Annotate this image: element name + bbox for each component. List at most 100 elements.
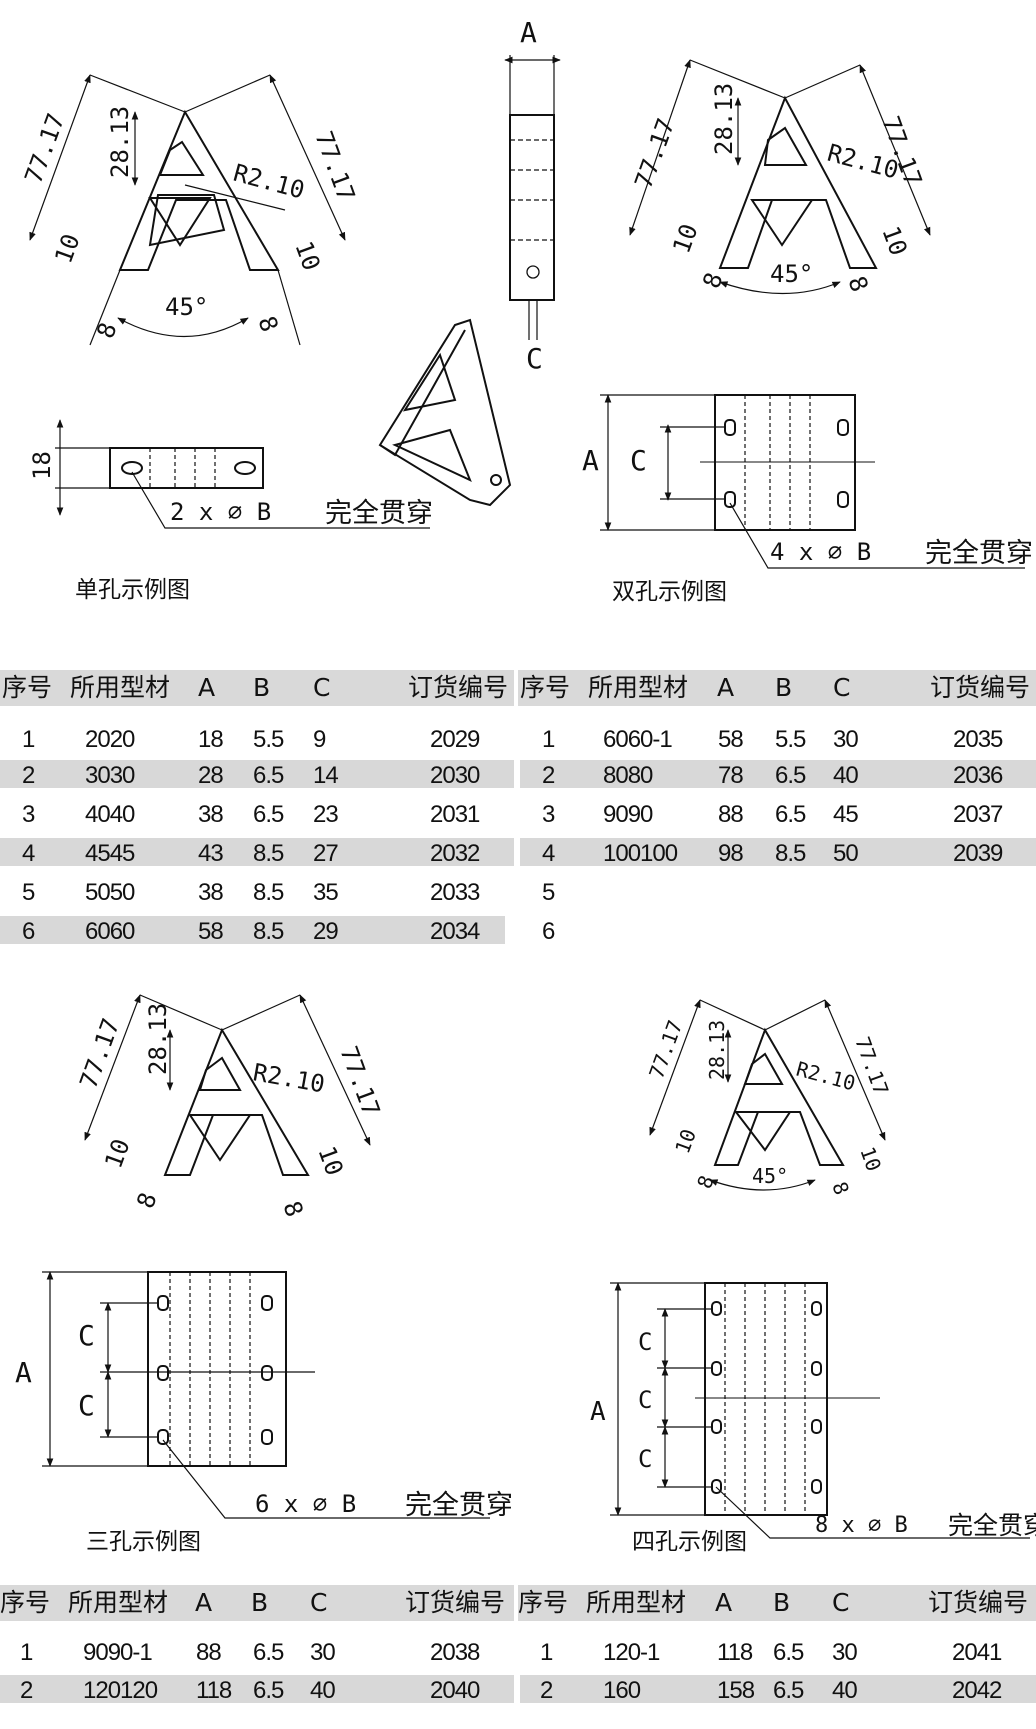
caption-triple-hole: 三孔示例图 xyxy=(86,1529,201,1555)
table-header: 序号 所用型材 A B C 订货编号 序号 所用型材 A B C 订货编号 xyxy=(0,1585,1036,1621)
cell: 23 xyxy=(313,801,339,828)
dim-height-4: 28.13 xyxy=(705,1020,729,1080)
dim-c-double: C xyxy=(630,444,647,477)
dim-c-quad-2: C xyxy=(638,1386,652,1414)
dim-a-triple: A xyxy=(15,1356,32,1389)
through-double: 完全贯穿 xyxy=(925,538,1033,569)
cell: 30 xyxy=(833,726,859,753)
bracket-front-view-4 xyxy=(649,999,886,1191)
col-b: B xyxy=(773,1588,791,1617)
dim-c-triple-1: C xyxy=(78,1319,95,1352)
dim-height-3: 28.13 xyxy=(144,1003,172,1075)
col-b: B xyxy=(253,673,271,702)
col-index: 序号 xyxy=(520,673,571,702)
dim-a-side-view: A xyxy=(520,16,537,49)
cell: 2041 xyxy=(952,1639,1002,1666)
cell: 2032 xyxy=(430,840,480,867)
row-stripe xyxy=(0,1675,514,1703)
cell: 29 xyxy=(313,918,339,945)
table-row: 4 4545 43 8.5 27 2032 xyxy=(0,836,514,872)
cell: 40 xyxy=(833,762,859,789)
cell: 5.5 xyxy=(253,726,284,753)
cell: 1 xyxy=(22,726,35,753)
row-stripe xyxy=(520,760,1036,788)
cell: 28 xyxy=(198,762,224,789)
col-b: B xyxy=(251,1588,269,1617)
dim-side-left-1: 77.17 xyxy=(19,110,70,187)
dim-c-side-view: C xyxy=(526,342,543,375)
dim-leg-gap-left-4: 8 xyxy=(692,1172,719,1192)
cell: 2035 xyxy=(953,726,1003,753)
cell: 6 xyxy=(22,918,35,945)
col-c: C xyxy=(310,1588,328,1617)
table-row: 2 120120 118 6.5 40 2040 2 160 158 6.5 4… xyxy=(0,1673,1036,1709)
col-index: 序号 xyxy=(0,1588,51,1617)
cell: 6 xyxy=(542,918,555,945)
cell: 30 xyxy=(832,1639,858,1666)
table-row: 6 xyxy=(0,914,1036,950)
cell: 5050 xyxy=(85,879,135,906)
cell: 30 xyxy=(310,1639,336,1666)
dim-c-quad-3: C xyxy=(638,1445,652,1473)
col-profile: 所用型材 xyxy=(586,1588,687,1617)
cell: 6.5 xyxy=(773,1677,804,1704)
col-b: B xyxy=(775,673,793,702)
table-row: 3 4040 38 6.5 23 2031 xyxy=(0,797,514,833)
dim-side-right-4: 77.17 xyxy=(850,1034,893,1099)
col-order-no: 订货编号 xyxy=(408,673,509,702)
table-row: 3 9090 88 6.5 45 2037 xyxy=(0,797,1036,833)
cell: 2 xyxy=(540,1677,553,1704)
holes-single: 2 x ∅ B xyxy=(170,498,271,526)
cell: 38 xyxy=(198,879,224,906)
cell: 2037 xyxy=(953,801,1003,828)
cell: 100100 xyxy=(603,840,678,867)
double-hole-base-view xyxy=(600,394,1025,569)
cell: 118 xyxy=(196,1677,232,1704)
dim-leg-width-right-2: 10 xyxy=(876,222,912,259)
row-stripe xyxy=(0,838,514,866)
col-profile: 所用型材 xyxy=(68,1588,169,1617)
dim-side-left-4: 77.17 xyxy=(644,1017,687,1082)
bracket-front-view-3 xyxy=(84,994,371,1176)
cell: 6.5 xyxy=(253,1639,284,1666)
dim-side-right-3: 77.17 xyxy=(334,1042,385,1119)
cell: 6.5 xyxy=(775,801,806,828)
dim-leg-width-left-1: 10 xyxy=(49,230,85,267)
cell: 9090-1 xyxy=(83,1639,153,1666)
col-index: 序号 xyxy=(518,1588,569,1617)
cell: 120120 xyxy=(83,1677,158,1704)
row-stripe xyxy=(0,916,505,944)
cell: 4 xyxy=(542,840,555,867)
cell: 4040 xyxy=(85,801,135,828)
quad-hole-base-view xyxy=(610,1282,1030,1539)
dim-c-quad-1: C xyxy=(638,1328,652,1356)
cell: 2031 xyxy=(430,801,480,828)
triple-hole-base-view xyxy=(42,1271,490,1519)
cell: 2033 xyxy=(430,879,480,906)
cell: 58 xyxy=(198,918,224,945)
cell: 45 xyxy=(833,801,859,828)
through-quad: 完全贯穿 xyxy=(948,1511,1036,1540)
single-hole-base-view xyxy=(55,419,430,529)
cell: 8.5 xyxy=(253,840,284,867)
cell: 5 xyxy=(542,879,555,906)
bracket-isometric-view xyxy=(378,318,512,507)
table-row: 2 3030 28 6.5 14 2030 xyxy=(0,758,514,794)
cell: 8.5 xyxy=(253,879,284,906)
bracket-side-view xyxy=(504,55,561,340)
col-c: C xyxy=(833,673,851,702)
dim-side-right-1: 77.17 xyxy=(309,127,360,204)
cell: 1 xyxy=(20,1639,33,1666)
col-order-no: 订货编号 xyxy=(928,1588,1029,1617)
cell: 2029 xyxy=(430,726,480,753)
holes-double: 4 x ∅ B xyxy=(770,538,871,566)
dim-leg-gap-left-3: 8 xyxy=(131,1189,162,1212)
dim-height-2: 28.13 xyxy=(710,83,738,155)
cell: 2 xyxy=(20,1677,33,1704)
table-row: 4 100100 98 8.5 50 2039 xyxy=(0,836,1036,872)
through-single: 完全贯穿 xyxy=(325,498,433,529)
cell: 5 xyxy=(22,879,35,906)
cell: 2036 xyxy=(953,762,1003,789)
dim-leg-gap-right-4: 8 xyxy=(827,1179,854,1199)
dim-leg-gap-left-2: 8 xyxy=(697,269,728,292)
